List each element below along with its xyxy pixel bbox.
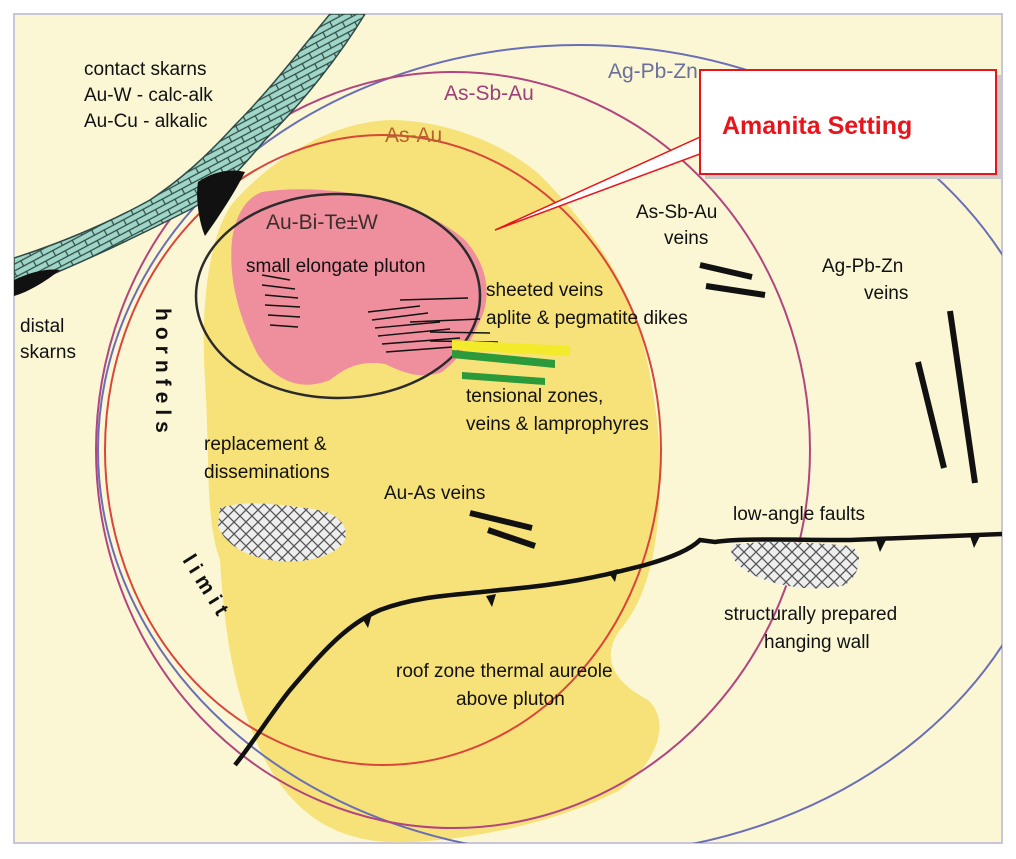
label-au-as-veins: Au-As veins [384, 483, 485, 504]
label-veins-lamprophyres: veins & lamprophyres [466, 414, 649, 435]
label-distal: distal [20, 316, 64, 337]
label-structurally-prepared: structurally prepared [724, 604, 897, 625]
label-above-pluton: above pluton [456, 689, 565, 710]
label-contact-skarns: contact skarns [84, 59, 207, 80]
zone-label-as-sb-au: As-Sb-Au [444, 82, 534, 105]
label-au-w-calc-alk: Au-W - calc-alk [84, 85, 213, 106]
zone-label-au-bi-te-w: Au-Bi-Te±W [266, 211, 378, 234]
label-ag-pb-zn-veins: veins [864, 283, 908, 304]
label-low-angle-faults: low-angle faults [733, 504, 865, 525]
label-aplite-pegmatite: aplite & pegmatite dikes [486, 308, 688, 329]
label-replacement: replacement & [204, 434, 327, 455]
label-as-sb-au-veins: veins [664, 228, 708, 249]
label-roof-zone: roof zone thermal aureole [396, 661, 613, 682]
label-disseminations: disseminations [204, 462, 330, 483]
zone-label-ag-pb-zn: Ag-Pb-Zn [608, 60, 698, 83]
label-skarns: skarns [20, 342, 76, 363]
label-hornfels: hornfels [151, 308, 174, 439]
label-small-pluton: small elongate pluton [246, 256, 426, 277]
label-as-sb-au: As-Sb-Au [636, 202, 717, 223]
label-au-cu-alkalic: Au-Cu - alkalic [84, 111, 208, 132]
callout-title: Amanita Setting [722, 112, 912, 140]
zone-label-as-au: As-Au [385, 124, 442, 147]
label-sheeted-veins: sheeted veins [486, 280, 603, 301]
label-tensional-zones: tensional zones, [466, 386, 603, 407]
label-hanging-wall: hanging wall [764, 632, 870, 653]
label-ag-pb-zn: Ag-Pb-Zn [822, 256, 903, 277]
